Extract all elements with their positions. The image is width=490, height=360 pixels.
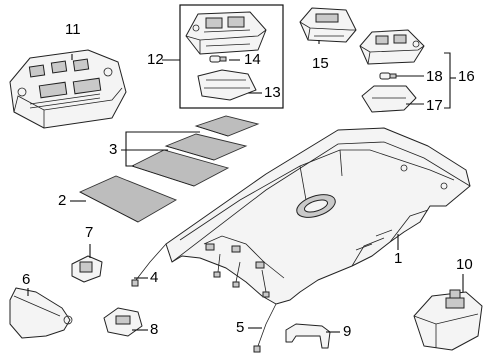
headliner [165,127,471,305]
assist-handle [285,323,331,349]
callout-1: 1 [394,250,403,267]
map-lamp-lens [197,69,257,101]
callout-12: 12 [147,51,164,68]
rear-room-lamp [413,289,483,351]
callout-2: 2 [58,192,67,209]
vanity-lamp-bulb [379,72,397,80]
callout-18: 18 [426,68,443,85]
callout-10: 10 [456,256,473,273]
map-lamp-assembly [185,11,267,55]
callout-8: 8 [150,321,159,338]
rear-shade-panel [78,175,178,223]
leader-lines [27,40,464,333]
grab-handle-bracket [103,307,143,337]
harness-lead [253,303,277,353]
room-lamp [299,7,357,43]
callout-4: 4 [150,269,159,286]
sunroof-shade-panels [130,115,260,187]
assembly-frame [179,4,284,109]
vanity-lamp-lens [361,85,417,113]
callout-14: 14 [244,51,261,68]
callout-3: 3 [109,141,118,158]
callout-16: 16 [458,68,475,85]
callout-15: 15 [312,55,329,72]
overhead-console-lamp [9,49,127,129]
callout-6: 6 [22,271,31,288]
wiring-harness [179,149,455,298]
callout-9: 9 [343,323,352,340]
vanity-lamp-housing [359,29,425,65]
harness-lead [131,243,167,287]
map-lamp-bulb [209,55,227,63]
visor-holder [71,255,103,283]
callout-5: 5 [236,319,245,336]
callout-7: 7 [85,224,94,241]
callout-11: 11 [65,21,81,38]
callout-13: 13 [264,84,281,101]
callout-17: 17 [426,97,443,114]
sun-visor [9,287,73,339]
